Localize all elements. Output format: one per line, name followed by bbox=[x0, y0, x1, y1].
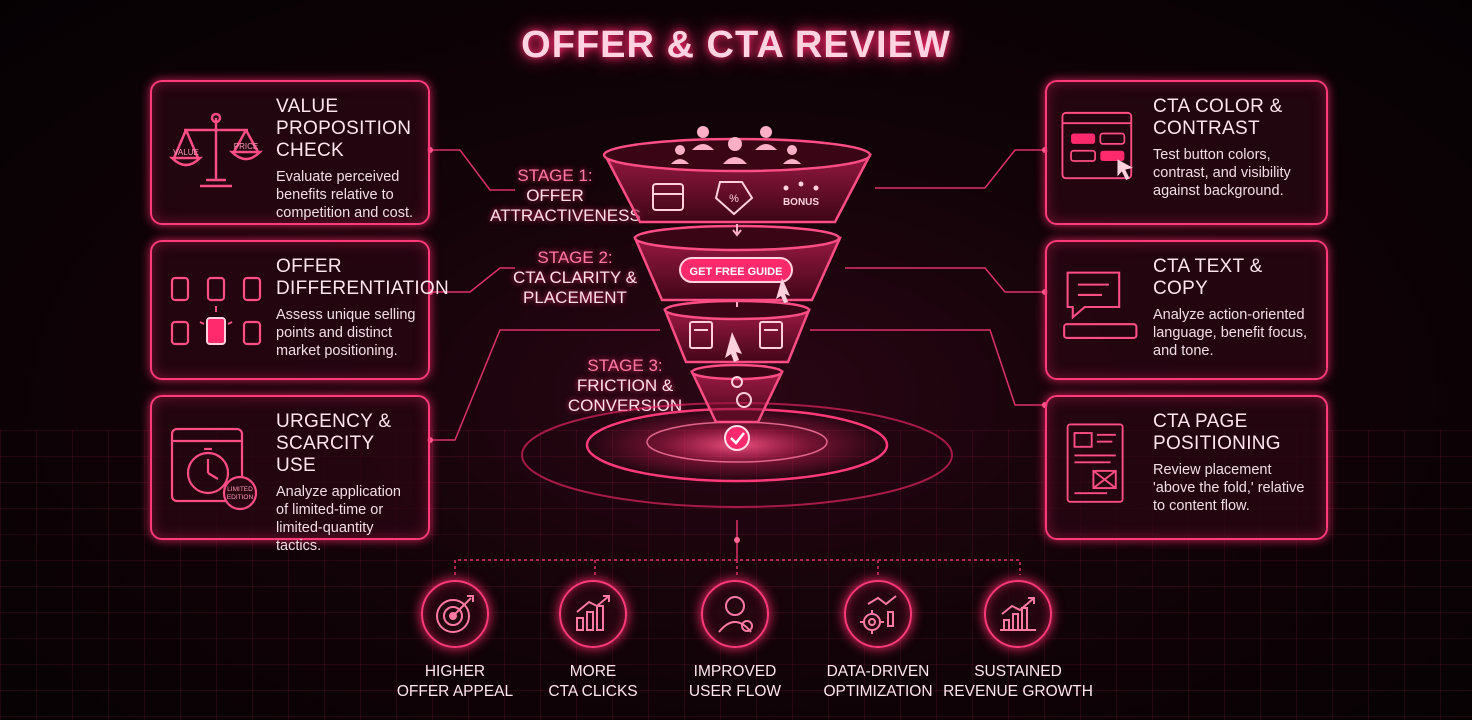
page-title: OFFER & CTA REVIEW bbox=[521, 24, 951, 66]
user-check-icon bbox=[736, 392, 752, 408]
card-description: Analyze action-oriented language, benefi… bbox=[1153, 307, 1307, 359]
card-title: OFFER DIFFERENTIATION bbox=[276, 256, 450, 299]
benefit-line2: CTA CLICKS bbox=[548, 683, 638, 700]
card-description: Test button colors, contrast, and visibi… bbox=[1153, 147, 1291, 199]
cta-button-text: GET FREE GUIDE bbox=[690, 266, 783, 278]
bonus-tag: BONUS bbox=[783, 197, 819, 208]
click-cursor-icon bbox=[725, 332, 742, 362]
card-title: URGENCY & SCARCITY USE bbox=[276, 411, 392, 476]
stage-2-label: STAGE 2: CTA CLARITY & PLACEMENT bbox=[505, 248, 645, 308]
card-description: Assess unique selling points and distinc… bbox=[276, 307, 416, 359]
card-title: CTA PAGE POSITIONING bbox=[1153, 411, 1281, 454]
card-description: Review placement 'above the fold,' relat… bbox=[1153, 462, 1305, 514]
user-group-icon bbox=[671, 126, 801, 164]
stage-3-label: STAGE 3: FRICTION & CONVERSION bbox=[565, 356, 685, 416]
benefit-line1: SUSTAINED bbox=[974, 663, 1062, 680]
speech-bubble-icon bbox=[1063, 271, 1138, 339]
card-description: Evaluate perceived benefits relative to … bbox=[276, 169, 414, 221]
price-tag-text: % bbox=[729, 193, 739, 205]
stage-number: STAGE 2: bbox=[537, 248, 613, 267]
card-urgency-scarcity[interactable]: LIMITED EDITION URGENCY & SCARCITY USE A… bbox=[150, 395, 430, 554]
benefit-line1: DATA-DRIVEN bbox=[826, 663, 930, 680]
card-offer-differentiation[interactable]: OFFER DIFFERENTIATION Assess unique sell… bbox=[150, 240, 450, 380]
benefit-line2: OFFER APPEAL bbox=[396, 683, 514, 700]
card-title: VALUE PROPOSITION CHECK bbox=[276, 96, 412, 161]
benefit-line1: IMPROVED bbox=[693, 663, 777, 680]
stage-1-label: STAGE 1: OFFER ATTRACTIVENESS bbox=[490, 166, 641, 226]
target-icon bbox=[421, 580, 489, 648]
conversion-check-icon bbox=[724, 425, 750, 451]
benefit-line1: HIGHER bbox=[424, 663, 486, 680]
user-icon bbox=[701, 580, 769, 648]
edition-label: EDITION bbox=[227, 494, 254, 501]
gear-chart-icon bbox=[844, 580, 912, 648]
price-tag-icon bbox=[714, 181, 754, 216]
card-title: CTA COLOR & CONTRAST bbox=[1153, 96, 1283, 139]
benefit-user-flow: IMPROVED USER FLOW bbox=[655, 580, 815, 702]
stopwatch-icon: LIMITED EDITION bbox=[170, 427, 258, 511]
scale-price-label: PRICE bbox=[234, 142, 258, 151]
bar-growth-icon bbox=[559, 580, 627, 648]
benefit-data-driven: DATA-DRIVEN OPTIMIZATION bbox=[798, 580, 958, 702]
stage-text: CTA CLARITY & PLACEMENT bbox=[512, 268, 638, 307]
stage-text: FRICTION & CONVERSION bbox=[567, 376, 683, 415]
card-description: Analyze application of limited-time or l… bbox=[276, 484, 401, 554]
pointer-hand-icon bbox=[776, 278, 790, 303]
cta-button-graphic bbox=[679, 257, 793, 283]
benefit-line2: OPTIMIZATION bbox=[823, 683, 933, 700]
page-layout-icon bbox=[1066, 423, 1124, 503]
scale-icon: VALUE PRICE bbox=[168, 112, 264, 188]
card-cta-positioning[interactable]: CTA PAGE POSITIONING Review placement 'a… bbox=[1045, 395, 1328, 540]
limited-label: LIMITED bbox=[227, 486, 253, 493]
benefit-line1: MORE bbox=[569, 663, 617, 680]
card-cta-color[interactable]: CTA COLOR & CONTRAST Test button colors,… bbox=[1045, 80, 1328, 225]
button-palette-icon bbox=[1061, 111, 1133, 180]
benefit-offer-appeal: HIGHER OFFER APPEAL bbox=[375, 580, 535, 702]
card-value-proposition[interactable]: VALUE PRICE VALUE PROPOSITION CHECK Eval… bbox=[150, 80, 430, 225]
treasure-chest-icon bbox=[652, 183, 684, 211]
benefit-line2: USER FLOW bbox=[688, 683, 782, 700]
card-cta-text[interactable]: CTA TEXT & COPY Analyze action-oriented … bbox=[1045, 240, 1328, 380]
scale-value-label: VALUE bbox=[173, 148, 199, 157]
hexagon-blocks-icon bbox=[170, 276, 262, 346]
stage-number: STAGE 3: bbox=[587, 356, 663, 375]
card-title: CTA TEXT & COPY bbox=[1153, 256, 1263, 299]
benefit-revenue-growth: SUSTAINED REVENUE GROWTH bbox=[938, 580, 1098, 702]
stage-text: OFFER ATTRACTIVENESS bbox=[490, 186, 641, 225]
revenue-chart-icon bbox=[984, 580, 1052, 648]
benefit-cta-clicks: MORE CTA CLICKS bbox=[513, 580, 673, 702]
benefit-line2: REVENUE GROWTH bbox=[943, 683, 1093, 700]
stars-icon bbox=[783, 181, 819, 191]
stage-number: STAGE 1: bbox=[517, 166, 593, 185]
funnel-graphic: % BONUS GET FREE GUIDE bbox=[521, 126, 953, 508]
